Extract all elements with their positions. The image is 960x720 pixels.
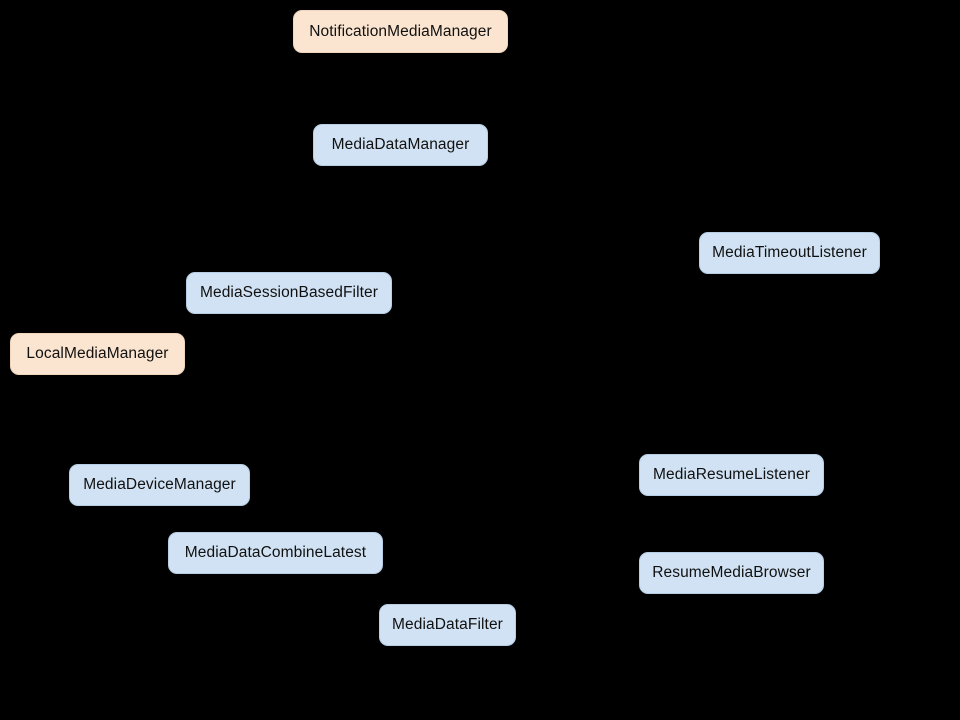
node-media-timeout-listener[interactable]: MediaTimeoutListener xyxy=(699,232,880,274)
node-notification-media-manager[interactable]: NotificationMediaManager xyxy=(293,10,508,53)
node-label: MediaResumeListener xyxy=(653,466,810,484)
node-resume-media-browser[interactable]: ResumeMediaBrowser xyxy=(639,552,824,594)
node-label: LocalMediaManager xyxy=(26,345,169,363)
node-media-session-based-filter[interactable]: MediaSessionBasedFilter xyxy=(186,272,392,314)
node-media-device-manager[interactable]: MediaDeviceManager xyxy=(69,464,250,506)
node-label: ResumeMediaBrowser xyxy=(652,564,811,582)
node-label: NotificationMediaManager xyxy=(309,22,492,40)
node-label: MediaDataManager xyxy=(331,136,470,154)
node-media-data-filter[interactable]: MediaDataFilter xyxy=(379,604,516,646)
node-label: MediaDataFilter xyxy=(392,616,503,634)
node-label: MediaDataCombineLatest xyxy=(184,544,367,562)
node-label: MediaDeviceManager xyxy=(83,476,236,494)
node-media-data-combine-latest[interactable]: MediaDataCombineLatest xyxy=(168,532,383,574)
node-label: MediaTimeoutListener xyxy=(712,244,867,262)
node-media-resume-listener[interactable]: MediaResumeListener xyxy=(639,454,824,496)
node-local-media-manager[interactable]: LocalMediaManager xyxy=(10,333,185,375)
node-media-data-manager[interactable]: MediaDataManager xyxy=(313,124,488,166)
node-label: MediaSessionBasedFilter xyxy=(199,284,379,302)
